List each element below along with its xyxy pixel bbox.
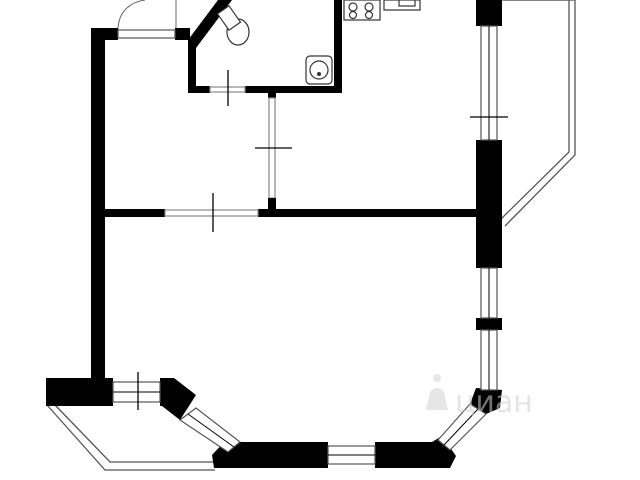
bathroom-left-wall [188, 40, 196, 92]
bathroom-bottom-wall-left [188, 86, 210, 93]
bay-right-pier [470, 388, 502, 414]
partition-vertical-lower [268, 198, 276, 210]
partition-vertical [268, 92, 276, 98]
bottom-wall-left [230, 442, 328, 468]
bathroom-bottom-wall-right [245, 86, 342, 93]
entrance-opening [117, 29, 176, 39]
entrance-door-swing [117, 0, 177, 31]
washbasin-icon [305, 55, 333, 85]
entry-wall-segment [175, 28, 190, 40]
partition-horizontal-right [284, 209, 476, 217]
left-wall [91, 28, 105, 380]
door-opening-hall [164, 209, 259, 217]
windows [112, 25, 498, 465]
bottom-left-block [46, 378, 113, 406]
right-wall-middle [476, 140, 502, 268]
right-wall-top [476, 0, 502, 26]
balcony-right [498, 0, 576, 227]
watermark-logo-icon [426, 374, 448, 410]
partition-horizontal-mid [258, 209, 284, 217]
bay-lower-right-pier [432, 436, 456, 468]
door-markers [137, 70, 508, 410]
bathroom-right-wall [334, 0, 342, 93]
kitchen-sink-icon [383, 0, 421, 11]
partition-horizontal-left [105, 209, 165, 217]
toilet-icon [216, 4, 250, 46]
bottom-wall-right [375, 442, 435, 468]
balcony-bottom [46, 404, 215, 471]
watermark-text: циан [455, 385, 533, 420]
bay-left-pier [162, 378, 196, 420]
right-wall-small-pier [476, 318, 502, 330]
stove-icon [343, 0, 381, 21]
top-left-wall [91, 28, 118, 40]
